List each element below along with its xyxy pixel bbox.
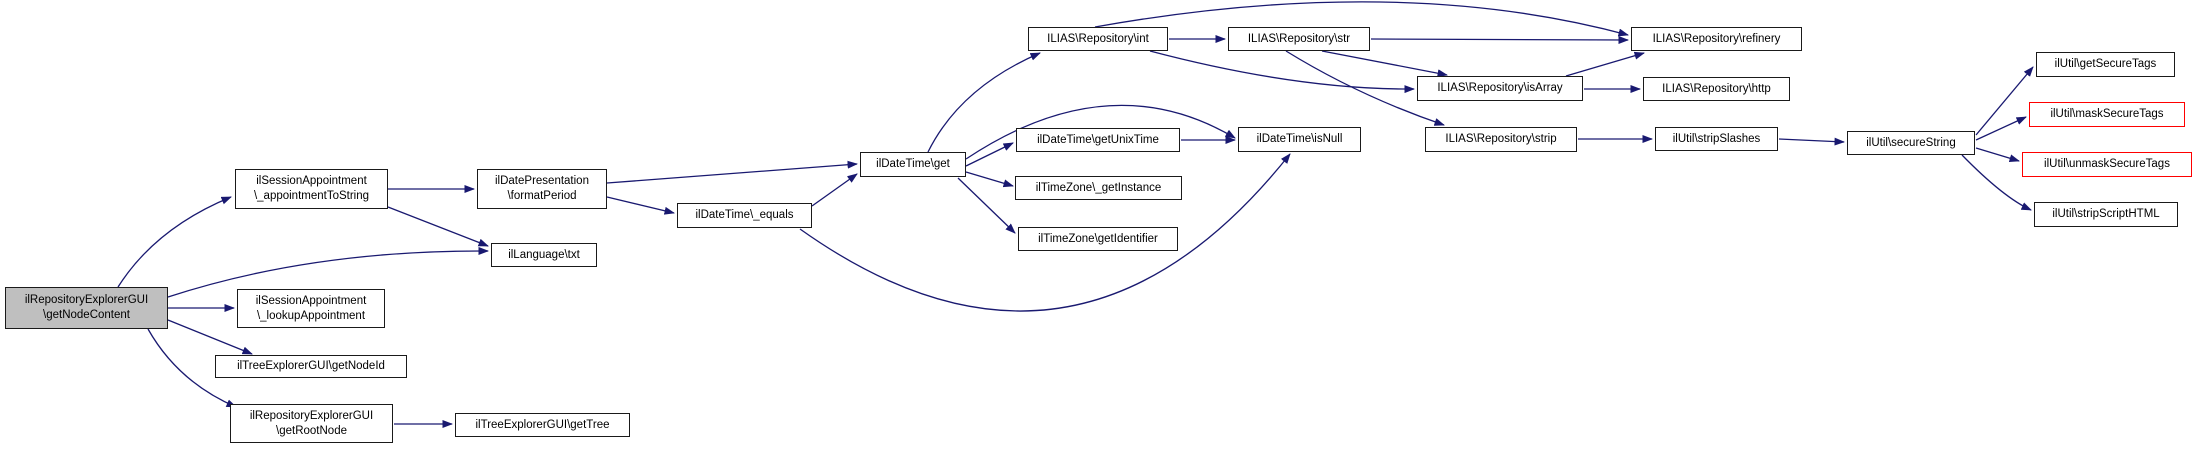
edge-getNodeContent-to-appointmentToString [117, 196, 232, 288]
node-label: ILIAS\Repository\str [1247, 32, 1351, 45]
node-label: ilDateTime\get [876, 158, 950, 171]
node-getSecureTags[interactable]: ilUtil\getSecureTags [2036, 52, 2175, 77]
node-getNodeContent: ilRepositoryExplorerGUI \getNodeContent [5, 287, 168, 329]
node-label: ilSessionAppointment [255, 294, 367, 307]
node-label: ILIAS\Repository\int [1047, 32, 1149, 45]
node-label: \getRootNode [276, 424, 347, 437]
node-label: ILIAS\Repository\strip [1445, 133, 1557, 146]
node-label: ilDatePresentation [495, 175, 589, 188]
node-stripScriptHTML[interactable]: ilUtil\stripScriptHTML [2034, 202, 2178, 227]
node-label: ilUtil\maskSecureTags [2050, 108, 2164, 121]
node-getInstance[interactable]: ilTimeZone\_getInstance [1015, 176, 1182, 200]
node-label: ILIAS\Repository\refinery [1652, 32, 1781, 45]
edge-secureString-to-stripScriptHTML [1961, 154, 2032, 211]
node-label: ilUtil\stripScriptHTML [2052, 208, 2160, 221]
node-label: ILIAS\Repository\isArray [1437, 82, 1563, 95]
edge-get-to-getUnixTime [965, 142, 1014, 167]
node-getIdentifier[interactable]: ilTimeZone\getIdentifier [1018, 227, 1178, 251]
node-label: ilUtil\getSecureTags [2054, 58, 2157, 71]
node-label: ilRepositoryExplorerGUI [24, 294, 149, 307]
node-label: ILIAS\Repository\http [1662, 82, 1771, 95]
node-getNodeId[interactable]: ilTreeExplorerGUI\getNodeId [215, 355, 407, 378]
node-label: ilDateTime\getUnixTime [1037, 133, 1159, 146]
node-http[interactable]: ILIAS\Repository\http [1643, 77, 1790, 101]
node-stripSlashes[interactable]: ilUtil\stripSlashes [1655, 127, 1778, 151]
node-int[interactable]: ILIAS\Repository\int [1028, 27, 1168, 51]
edge-equals-to-get [811, 173, 858, 207]
node-label: \getNodeContent [43, 309, 130, 321]
node-label: ilDateTime\isNull [1256, 133, 1343, 146]
node-label: ilTimeZone\getIdentifier [1038, 232, 1158, 245]
node-getTree[interactable]: ilTreeExplorerGUI\getTree [455, 413, 630, 437]
node-label: ilTreeExplorerGUI\getTree [475, 418, 610, 431]
node-get[interactable]: ilDateTime\get [860, 152, 966, 177]
node-formatPeriod[interactable]: ilDatePresentation \formatPeriod [477, 169, 607, 209]
node-label: ilUtil\unmaskSecureTags [2044, 158, 2170, 171]
node-maskSecureTags[interactable]: ilUtil\maskSecureTags [2029, 102, 2185, 127]
edge-stripSlashes-to-secureString [1778, 137, 1845, 146]
edge-get-to-getIdentifier [957, 177, 1016, 234]
node-isNull[interactable]: ilDateTime\isNull [1238, 127, 1361, 152]
node-equals[interactable]: ilDateTime\_equals [677, 203, 812, 228]
node-label: ilRepositoryExplorerGUI [249, 409, 374, 422]
edge-formatPeriod-to-get [606, 160, 858, 184]
edge-int-to-isArray [1149, 50, 1415, 94]
edge-isArray-to-refinery [1565, 51, 1645, 77]
node-appointmentToString[interactable]: ilSessionAppointment \_appointmentToStrin… [235, 169, 388, 209]
node-getRootNode[interactable]: ilRepositoryExplorerGUI \getRootNode [230, 404, 393, 443]
node-unmaskSecureTags[interactable]: ilUtil\unmaskSecureTags [2022, 152, 2192, 177]
node-label: ilTimeZone\_getInstance [1035, 181, 1162, 194]
node-isArray[interactable]: ILIAS\Repository\isArray [1417, 76, 1583, 101]
edge-secureString-to-getSecureTags [1975, 66, 2034, 136]
edge-appointmentToString-to-txt [387, 206, 489, 247]
node-str[interactable]: ILIAS\Repository\str [1228, 27, 1370, 51]
edge-get-to-getInstance [965, 171, 1014, 188]
edge-secureString-to-maskSecureTags [1975, 116, 2027, 141]
node-getUnixTime[interactable]: ilDateTime\getUnixTime [1016, 128, 1180, 152]
edge-secureString-to-unmaskSecureTags [1975, 147, 2020, 163]
node-lookupAppointment[interactable]: ilSessionAppointment \_lookupAppointment [237, 289, 385, 328]
node-label: ilUtil\secureString [1866, 136, 1956, 149]
edge-str-to-refinery [1370, 35, 1629, 44]
node-label: ilSessionAppointment [256, 175, 367, 188]
edge-str-to-isArray [1321, 50, 1448, 78]
node-label: ilTreeExplorerGUI\getNodeId [237, 360, 385, 373]
node-label: ilUtil\stripSlashes [1672, 132, 1761, 145]
edge-formatPeriod-to-equals [606, 196, 675, 215]
node-label: \formatPeriod [507, 190, 577, 202]
node-label: \_lookupAppointment [256, 309, 366, 322]
node-secureString[interactable]: ilUtil\secureString [1847, 131, 1975, 155]
node-strip[interactable]: ILIAS\Repository\strip [1425, 127, 1577, 152]
node-txt[interactable]: ilLanguage\txt [491, 243, 597, 267]
node-refinery[interactable]: ILIAS\Repository\refinery [1631, 27, 1802, 51]
node-label: ilLanguage\txt [508, 248, 580, 261]
node-label: ilDateTime\_equals [695, 209, 794, 222]
node-label: \_appointmentToString [253, 190, 370, 202]
